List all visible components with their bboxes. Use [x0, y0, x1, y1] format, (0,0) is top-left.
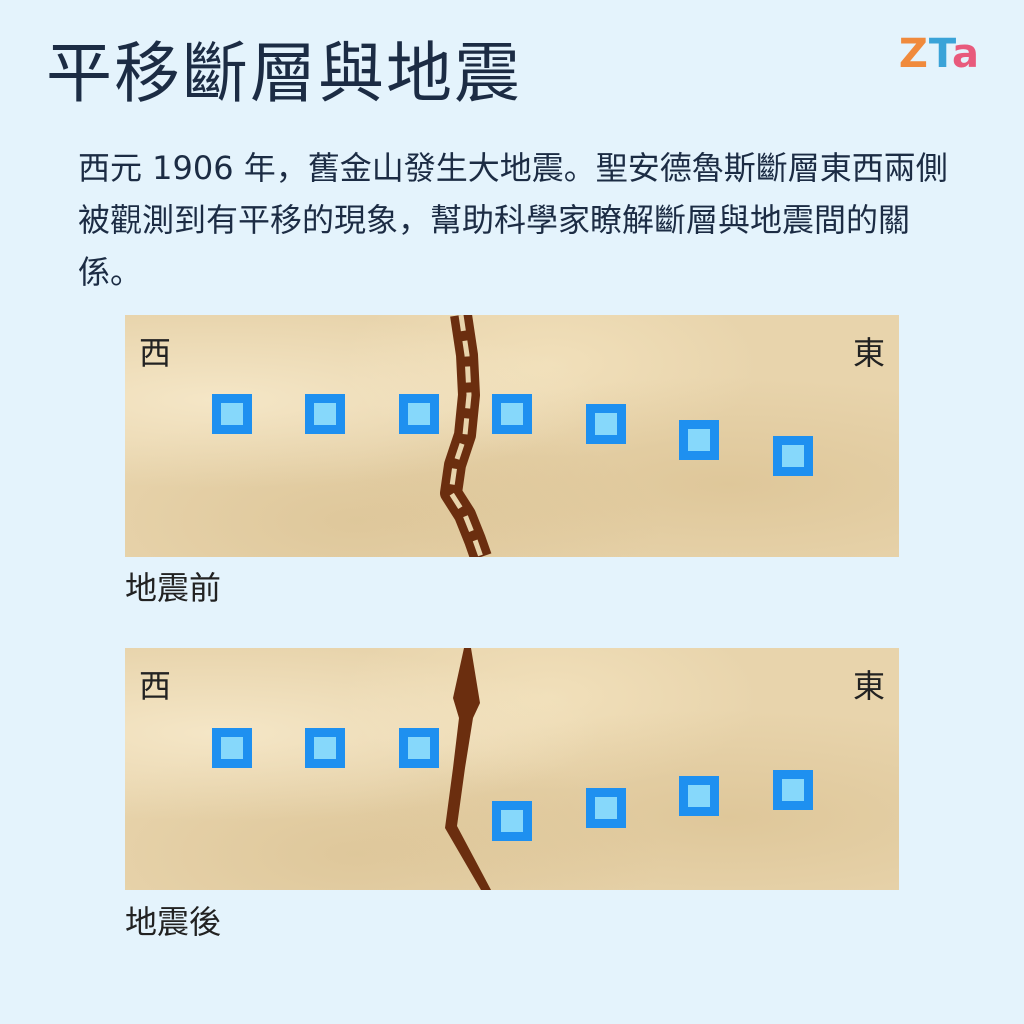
logo-letter-a: a — [952, 31, 980, 77]
fault-line-solid — [445, 648, 491, 890]
label-east: 東 — [852, 667, 885, 705]
label-east: 東 — [852, 334, 885, 372]
marker-2 — [305, 728, 345, 768]
caption-before: 地震前 — [125, 569, 222, 607]
caption-after: 地震後 — [125, 903, 222, 941]
marker-3 — [399, 394, 439, 434]
after-diagram — [212, 648, 813, 890]
fault-line-dashed — [440, 315, 492, 557]
marker-1 — [212, 728, 252, 768]
logo-letter-z: Z — [898, 31, 929, 77]
marker-4 — [492, 801, 532, 841]
marker-6 — [679, 776, 719, 816]
before-markers — [212, 394, 813, 476]
marker-1 — [212, 394, 252, 434]
panel-before-earthquake: 西 東 — [125, 315, 899, 557]
label-west: 西 — [139, 334, 172, 372]
page-title: 平移斷層與地震 — [46, 35, 522, 112]
logo-letter-t: T — [928, 31, 952, 77]
marker-6 — [679, 420, 719, 460]
marker-4 — [492, 394, 532, 434]
description-text: 西元 1906 年，舊金山發生大地震。聖安德魯斯斷層東西兩側被觀測到有平移的現象… — [78, 149, 948, 291]
marker-2 — [305, 394, 345, 434]
after-markers — [212, 728, 813, 841]
before-diagram — [212, 315, 813, 557]
marker-7 — [773, 436, 813, 476]
zta-logo: ZTa — [899, 34, 980, 74]
label-west: 西 — [139, 667, 172, 705]
marker-3 — [399, 728, 439, 768]
marker-7 — [773, 770, 813, 810]
panel-after-earthquake: 西 東 — [125, 648, 899, 890]
marker-5 — [586, 788, 626, 828]
marker-5 — [586, 404, 626, 444]
